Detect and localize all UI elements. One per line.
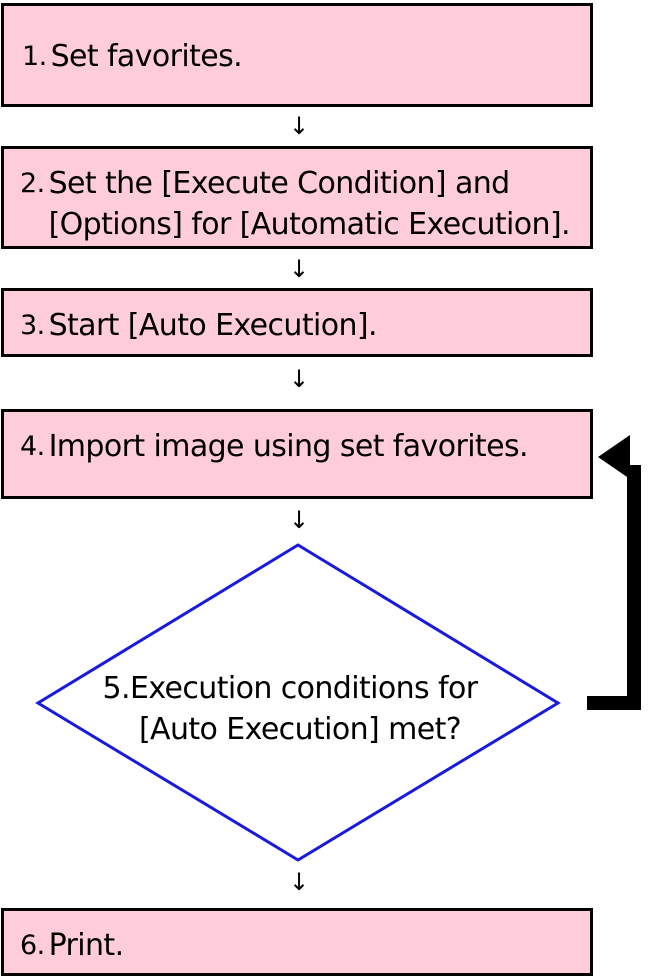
step-4-label: Import image using set favorites. — [48, 429, 529, 464]
step-3-box: 3.Start [Auto Execution]. — [1, 288, 593, 357]
step-1-label: Set favorites. — [50, 39, 243, 74]
loop-back-arrowhead — [598, 435, 630, 479]
step-1-box: 1.Set favorites. — [1, 3, 593, 107]
step-2-number: 2. — [20, 168, 45, 199]
decision-label: 5.Execution conditions for [Auto Executi… — [60, 668, 540, 750]
decision-line-1: 5.Execution conditions for — [102, 671, 479, 706]
decision-line-2: [Auto Execution] met? — [138, 712, 462, 747]
loop-back-arrow-line — [587, 465, 641, 710]
down-arrow-4: ↓ — [289, 506, 310, 534]
down-arrow-5: ↓ — [289, 868, 310, 896]
step-4-number: 4. — [20, 431, 45, 462]
step-6-label: Print. — [48, 928, 125, 963]
down-arrow-2: ↓ — [289, 255, 310, 283]
down-arrow-1: ↓ — [289, 112, 310, 140]
decision-diamond — [35, 543, 561, 862]
step-6-box: 6.Print. — [1, 908, 593, 976]
step-2-label: Set the [Execute Condition] and [Options… — [48, 166, 571, 242]
step-4-box: 4.Import image using set favorites. — [1, 409, 593, 499]
down-arrow-3: ↓ — [289, 365, 310, 393]
step-2-box: 2.Set the [Execute Condition] and [Optio… — [1, 146, 593, 249]
step-3-label: Start [Auto Execution]. — [48, 308, 378, 343]
step-1-number: 1. — [22, 41, 47, 72]
step-3-number: 3. — [20, 310, 45, 341]
step-6-number: 6. — [20, 930, 45, 961]
